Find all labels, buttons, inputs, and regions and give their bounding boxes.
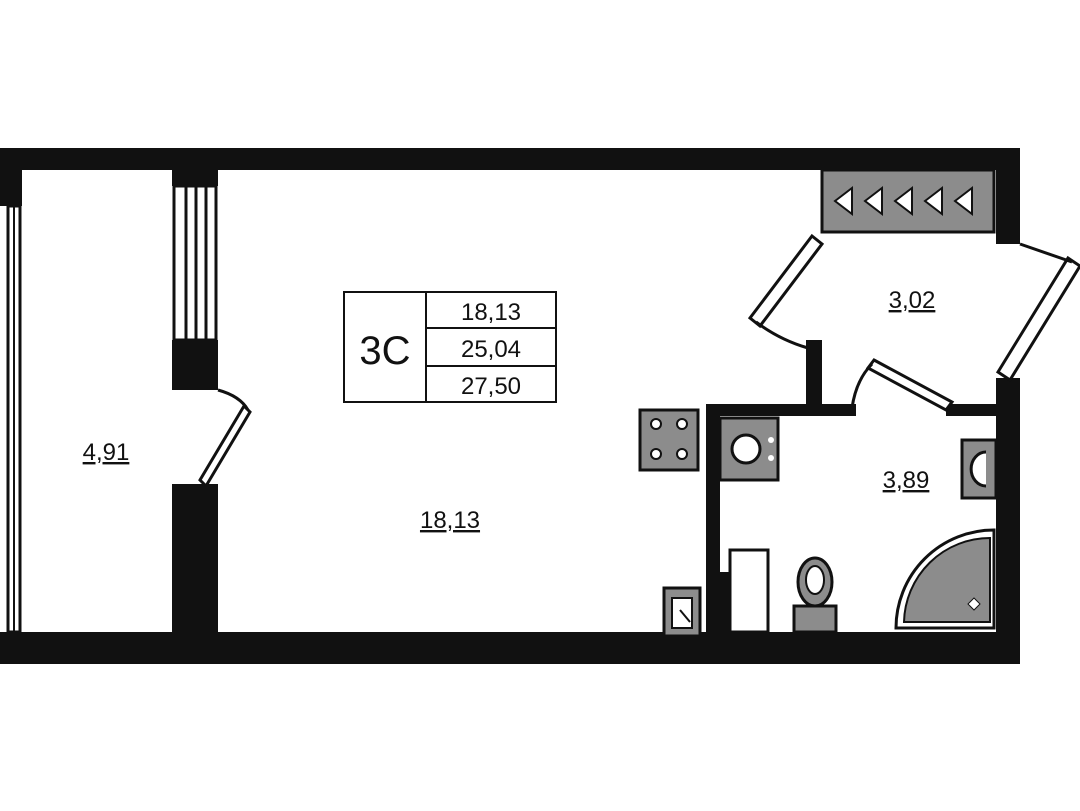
hanger-icon (833, 185, 973, 217)
hall-wall-vertical (806, 340, 822, 410)
bath-wall-top-right (946, 404, 1000, 416)
door-closet (747, 233, 825, 350)
kitchen-sink-icon (662, 586, 702, 638)
area-table (343, 291, 557, 403)
shower-icon (894, 528, 996, 630)
wall-right-upper (996, 148, 1020, 244)
partition-mid (172, 340, 218, 390)
bath-wall-stub (714, 572, 730, 636)
closet (820, 168, 996, 234)
window-balcony-left (6, 204, 22, 634)
door-entrance (995, 242, 1080, 383)
table-total-area: 27,50 (461, 373, 521, 400)
unit-code: 3C (359, 329, 410, 373)
cabinet (728, 548, 770, 634)
hallway-area: 3,02 (889, 287, 936, 314)
partition-top (172, 148, 218, 186)
wall-top (0, 148, 1020, 170)
stove-icon (638, 408, 700, 472)
washing-machine-icon (718, 416, 780, 482)
door-bathroom (850, 358, 955, 412)
table-area-no-balcony: 25,04 (461, 336, 521, 363)
toilet-icon (792, 556, 838, 634)
bath-sink-icon (960, 438, 998, 500)
table-living-area: 18,13 (461, 299, 521, 326)
wall-bottom (0, 632, 1020, 664)
bath-wall-top-left (706, 404, 856, 416)
wall-left-stub (0, 148, 22, 206)
living-room-area: 18,13 (420, 507, 480, 534)
door-balcony (198, 388, 252, 489)
partition-bottom (172, 484, 218, 664)
walls (0, 148, 1020, 664)
balcony-area: 4,91 (83, 439, 130, 466)
bathroom-area: 3,89 (883, 467, 930, 494)
window-partition (172, 184, 218, 342)
wall-right-lower (996, 378, 1020, 664)
